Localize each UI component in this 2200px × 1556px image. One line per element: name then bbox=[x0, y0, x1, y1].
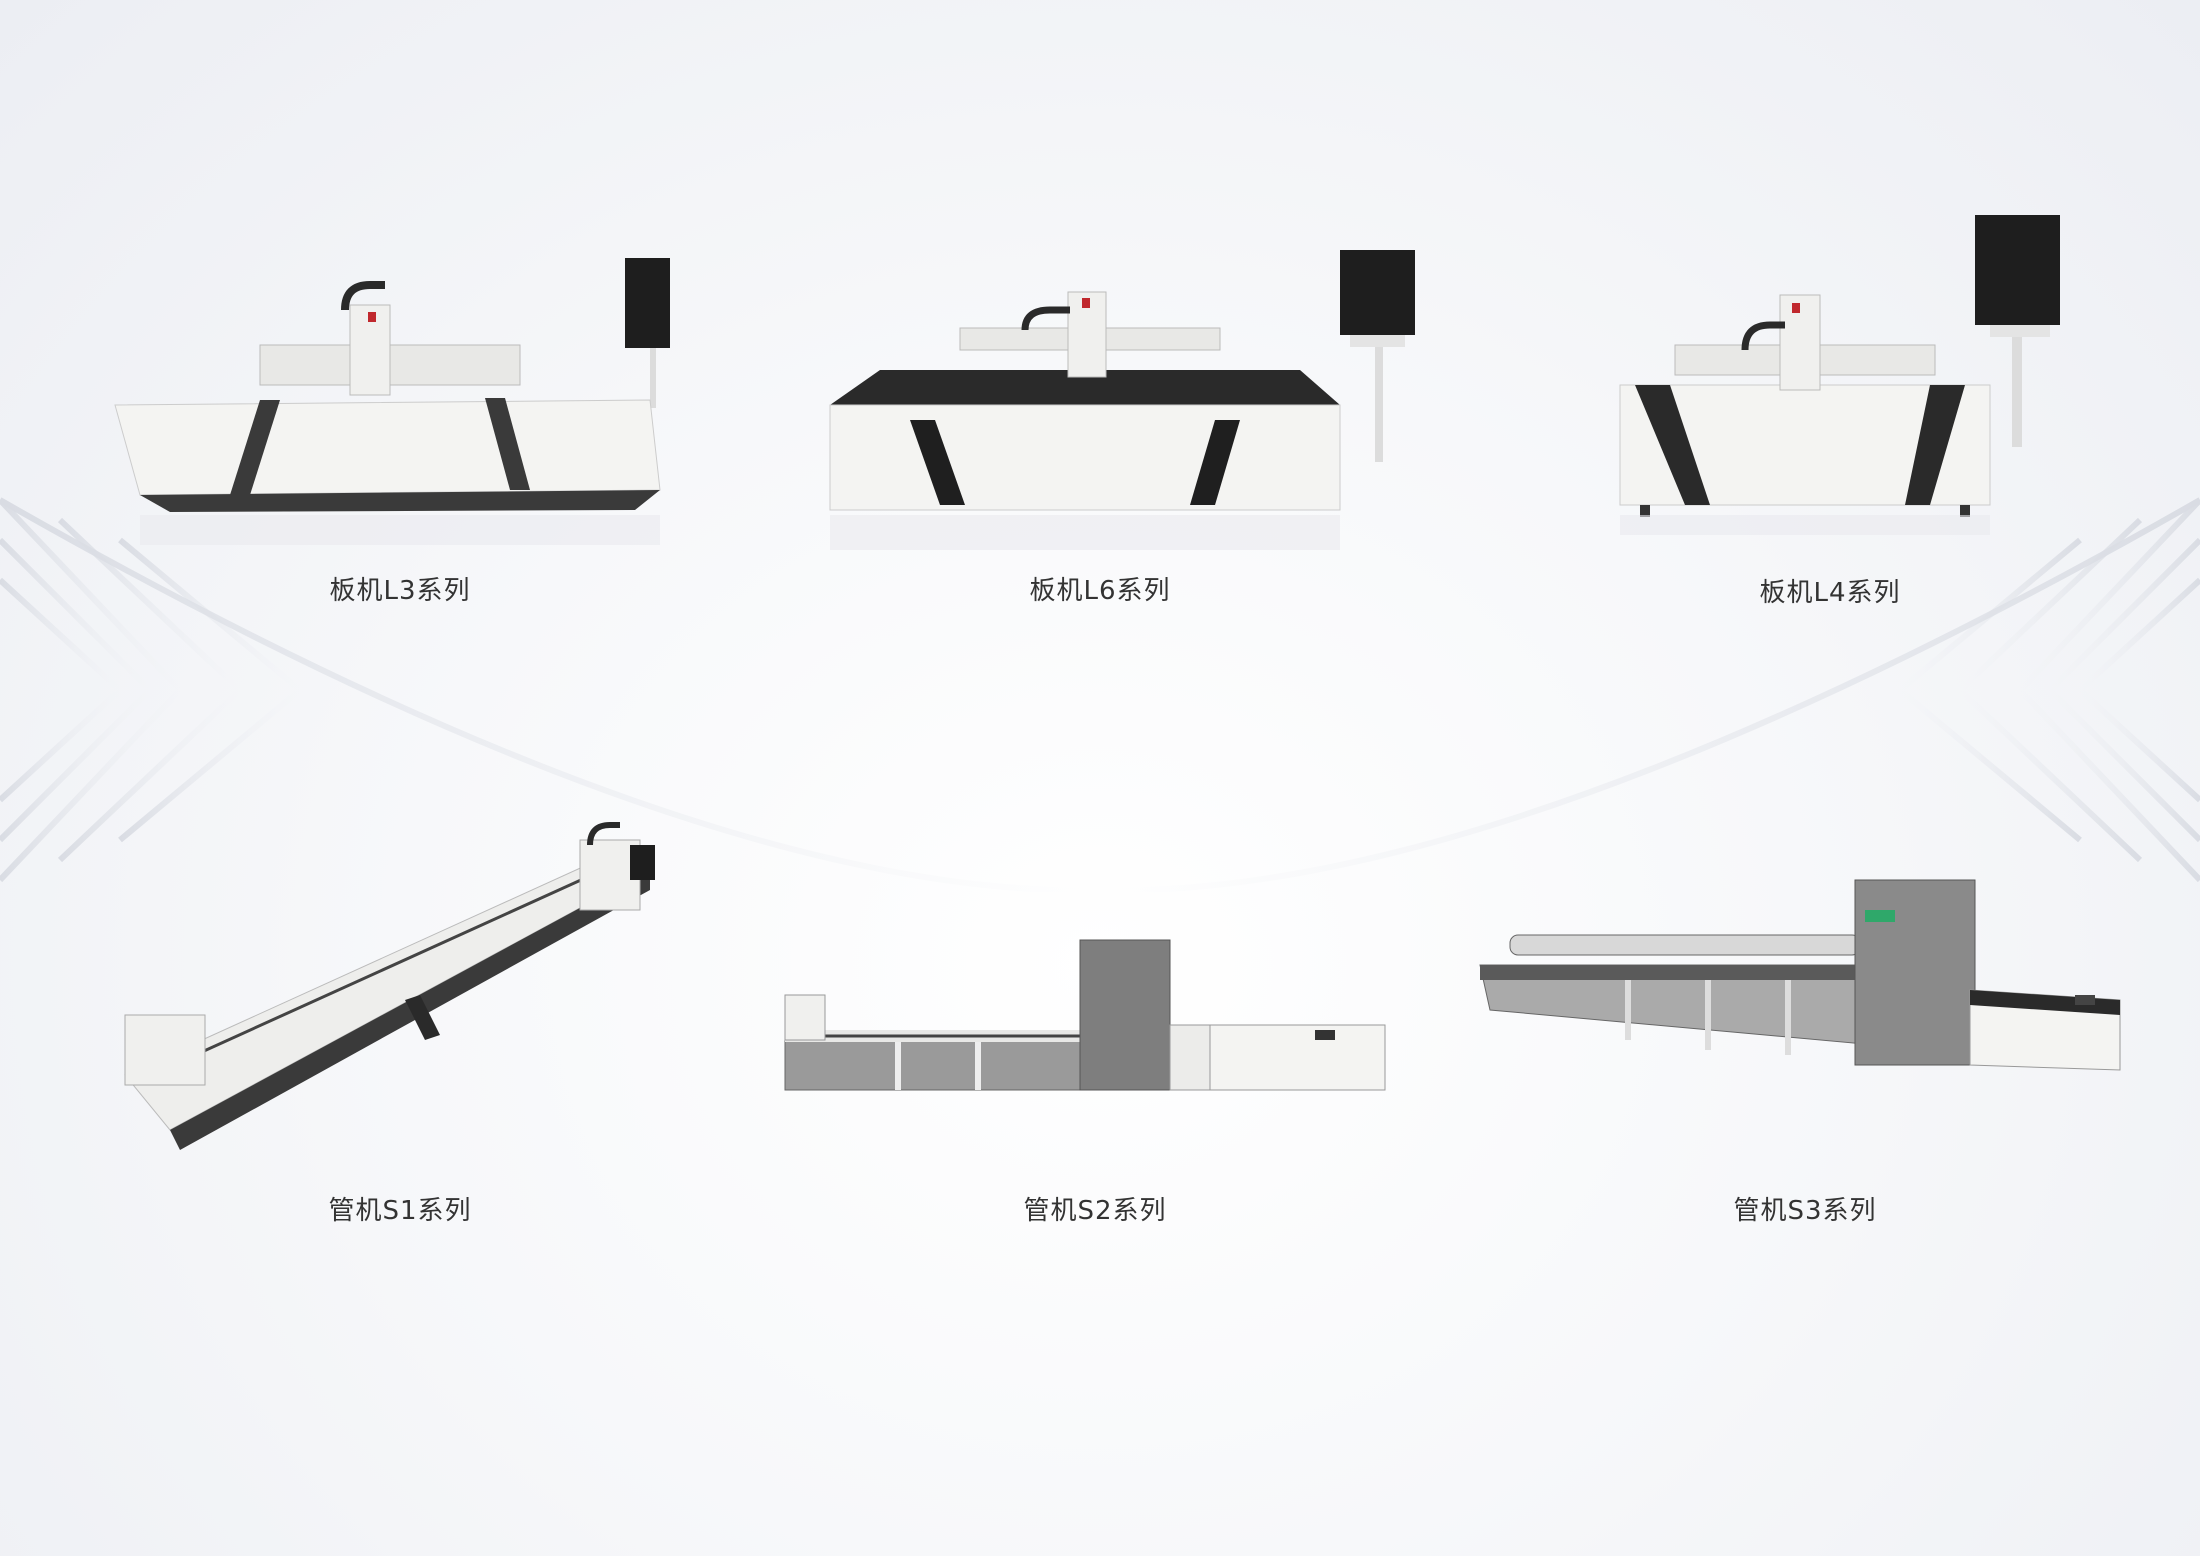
tube-laser-s3-image bbox=[1479, 879, 2121, 1071]
flatbed-laser-l4-image bbox=[1619, 215, 2060, 535]
product-label: 管机S3系列 bbox=[1733, 1196, 1877, 1226]
product-card-s2[interactable]: 管机S2系列 bbox=[775, 930, 1415, 1230]
product-card-l6[interactable]: 板机L6系列 bbox=[820, 250, 1415, 620]
product-label: 板机L4系列 bbox=[1759, 578, 1901, 608]
product-card-s3[interactable]: 管机S3系列 bbox=[1475, 870, 2135, 1230]
tube-laser-s1-image bbox=[124, 822, 655, 1150]
product-card-l3[interactable]: 板机L3系列 bbox=[100, 250, 700, 620]
flatbed-laser-l6-image bbox=[829, 250, 1415, 550]
product-label: 管机S2系列 bbox=[1023, 1196, 1167, 1226]
tube-laser-s2-image bbox=[784, 939, 1386, 1091]
product-label: 板机L3系列 bbox=[329, 576, 471, 606]
product-label: 管机S1系列 bbox=[328, 1196, 472, 1226]
product-card-l4[interactable]: 板机L4系列 bbox=[1580, 210, 2080, 620]
product-card-s1[interactable]: 管机S1系列 bbox=[110, 822, 690, 1230]
product-label: 板机L6系列 bbox=[1029, 576, 1171, 606]
flatbed-laser-l3-image bbox=[114, 258, 670, 545]
